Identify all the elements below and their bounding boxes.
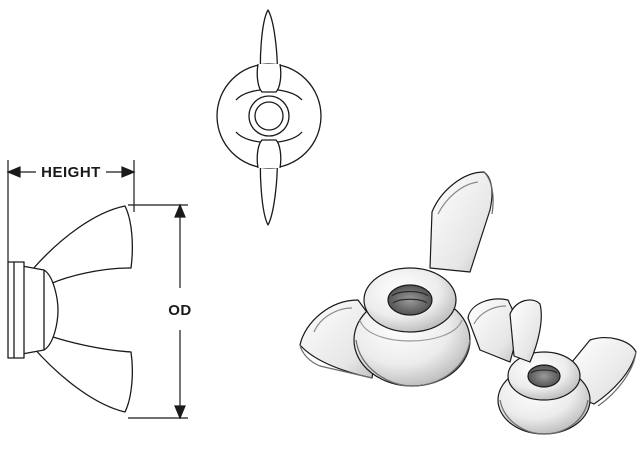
front-hub-inner [254,101,284,131]
side-upper-wing [31,205,133,285]
height-dimension [6,160,136,262]
od-label: OD [168,302,192,319]
iso-small-right-wing [571,337,637,407]
side-hub [21,265,59,355]
side-view [7,205,133,413]
iso-large-top-wing [429,171,494,273]
iso-view [299,171,637,435]
od-dimension [128,203,188,420]
front-view [216,9,322,226]
side-lower-wing [31,335,133,413]
iso-large-body [353,267,471,387]
side-flange [7,261,25,359]
height-label: HEIGHT [41,164,101,181]
iso-small-top-wing [509,299,542,363]
iso-small-body [497,351,591,435]
